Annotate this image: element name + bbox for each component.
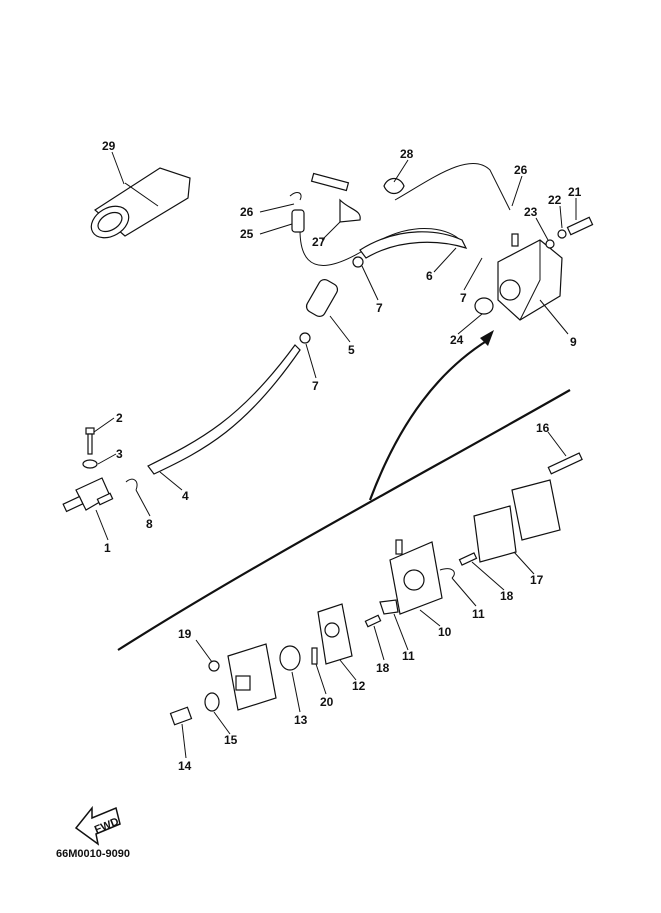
callout-19: 19 <box>178 627 192 641</box>
callout-7: 7 <box>376 301 383 315</box>
callout-24: 24 <box>450 333 464 347</box>
callout-8: 8 <box>146 517 153 531</box>
part-13-spring <box>279 645 301 671</box>
callout-labels: 29 28 26 26 25 27 23 22 21 7 6 7 24 9 5 … <box>102 139 582 773</box>
part-17-gasket <box>473 505 517 563</box>
callout-26: 26 <box>514 163 528 177</box>
callout-2: 2 <box>116 411 123 425</box>
leader-lines <box>93 151 577 759</box>
callout-17: 17 <box>530 573 544 587</box>
part-4-hose <box>147 344 301 475</box>
part-19-nut <box>208 660 220 672</box>
callout-22: 22 <box>548 193 562 207</box>
callout-6: 6 <box>426 269 433 283</box>
callout-1: 1 <box>104 541 111 555</box>
part-11-valve-lower <box>379 599 399 615</box>
callout-11: 11 <box>402 649 415 663</box>
part-21-screw <box>566 216 594 236</box>
part-22-washer <box>557 229 567 239</box>
callout-3: 3 <box>116 447 123 461</box>
part-29-intake-boot <box>90 167 191 239</box>
part-11-valve-upper <box>439 568 455 579</box>
callout-7: 7 <box>460 291 467 305</box>
assembly-arrow-head <box>480 330 494 346</box>
part-9-fuel-pump <box>497 233 563 321</box>
part-8-clip <box>125 478 138 491</box>
callout-12: 12 <box>352 679 366 693</box>
part-20-pin <box>311 647 318 665</box>
assembly-arrow <box>368 339 489 501</box>
part-10-pump-body <box>389 539 443 615</box>
part-25-hose <box>291 209 305 233</box>
callout-7: 7 <box>312 379 319 393</box>
fwd-arrow-icon: FWD <box>74 805 121 846</box>
callout-27: 27 <box>312 235 326 249</box>
callout-11: 11 <box>472 607 485 621</box>
part-3-washer <box>82 459 98 469</box>
callout-18: 18 <box>376 661 390 675</box>
part-26-clip-left <box>289 192 302 201</box>
drawing-code: 66M0010-9090 <box>56 848 130 860</box>
part-1-connector <box>62 477 114 513</box>
part-24-o-ring <box>474 297 494 315</box>
part-16-screw <box>547 452 583 475</box>
callout-16: 16 <box>536 421 550 435</box>
callout-4: 4 <box>182 489 189 503</box>
part-18-screw-upper <box>458 552 478 566</box>
callout-25: 25 <box>240 227 254 241</box>
part-28-clamp <box>383 177 405 195</box>
section-divider-line <box>117 389 571 651</box>
part-17-cover <box>511 479 561 541</box>
callout-21: 21 <box>568 185 582 199</box>
callout-15: 15 <box>224 733 238 747</box>
part-19-pump-base <box>227 643 277 711</box>
callout-26: 26 <box>240 205 254 219</box>
callout-14: 14 <box>178 759 192 773</box>
part-5-fuel-filter <box>299 256 364 344</box>
callout-20: 20 <box>320 695 334 709</box>
callout-29: 29 <box>102 139 116 153</box>
fuel-hose-top <box>394 163 511 211</box>
part-15-spring <box>204 692 220 712</box>
callout-28: 28 <box>400 147 414 161</box>
callout-18: 18 <box>500 589 514 603</box>
part-12-diaphragm <box>317 603 353 665</box>
callout-13: 13 <box>294 713 308 727</box>
part-23-washer <box>545 239 555 249</box>
callout-23: 23 <box>524 205 538 219</box>
part-6-hose <box>359 231 468 259</box>
callout-9: 9 <box>570 335 577 349</box>
part-18-screw-lower <box>364 614 382 628</box>
part-27-bolt-clamp <box>310 172 361 223</box>
part-2-bolt <box>85 427 95 455</box>
callout-10: 10 <box>438 625 452 639</box>
part-14-plunger <box>169 706 193 726</box>
callout-5: 5 <box>348 343 355 357</box>
